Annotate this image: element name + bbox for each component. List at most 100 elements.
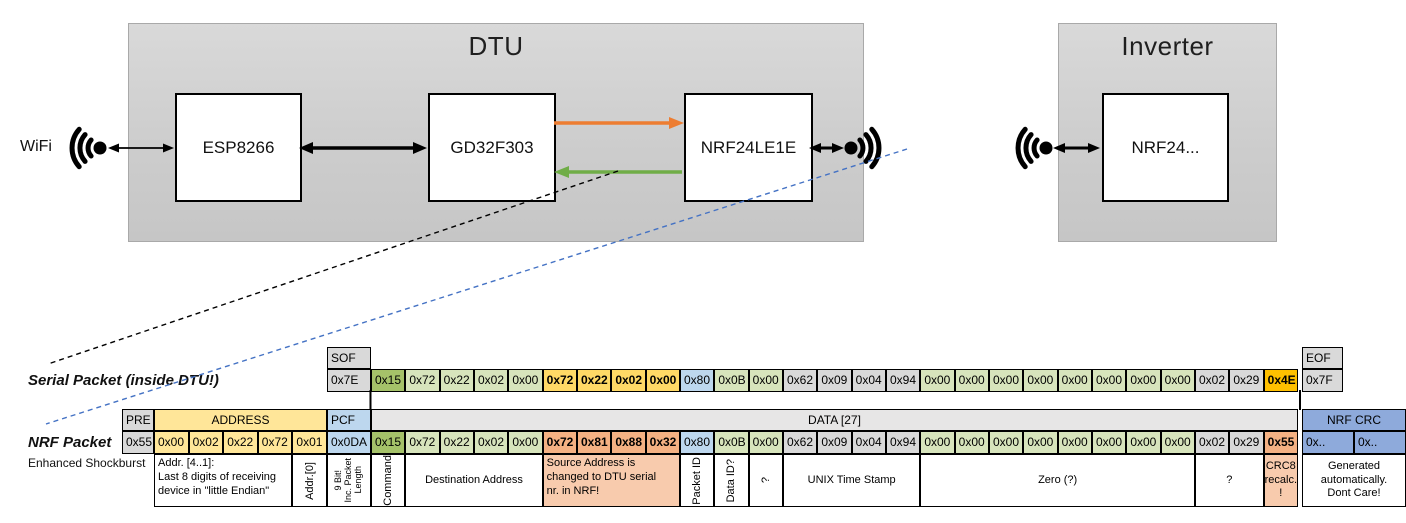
serial-byte-cell: 0x00 xyxy=(508,369,543,392)
inverter-nrf24-box: NRF24... xyxy=(1102,93,1229,202)
nrf-byte-cell: 0x72 xyxy=(405,431,440,454)
serial-byte-cell: 0x00 xyxy=(954,369,989,392)
nrf-byte-cell: 0x00 xyxy=(748,431,783,454)
serial-byte-cell: 0x80 xyxy=(679,369,715,392)
annotation-cell: Addr. [4..1]: Last 8 digits of receiving… xyxy=(154,454,293,507)
address-byte-cell: 0x22 xyxy=(223,431,258,454)
annotation-cell: CRC8 recalc. ! xyxy=(1263,454,1298,507)
nrf-byte-cell: 0x00 xyxy=(954,431,989,454)
serial-byte-cell: 0x00 xyxy=(645,369,680,392)
annotation-rotated-text: Packet ID xyxy=(691,456,704,505)
serial-byte-cell: 0x09 xyxy=(817,369,852,392)
nrf-byte-cell: 0x55 xyxy=(1263,431,1298,454)
nrf-byte-cell: 0x00 xyxy=(1057,431,1092,454)
nrf-byte-cell: 0x09 xyxy=(817,431,852,454)
address-header-cell: ADDRESS xyxy=(154,409,327,431)
annotation-rotated-text: ? xyxy=(759,477,772,484)
inverter-nrf24-label: NRF24... xyxy=(1131,137,1200,157)
serial-packet-label: Serial Packet (inside DTU!) xyxy=(28,372,219,389)
annotation-cell: ? xyxy=(748,454,783,507)
nrf-byte-cell: 0x00 xyxy=(1023,431,1058,454)
serial-byte-cell: 0x72 xyxy=(542,369,577,392)
annotation-cell: 9 Bit! Inc. Packet Length xyxy=(327,454,371,507)
nrf-byte-cell: 0x80 xyxy=(679,431,715,454)
serial-byte-cell: 0x29 xyxy=(1229,369,1264,392)
nrf-byte-cell: 0x00 xyxy=(508,431,543,454)
serial-byte-cell: 0x00 xyxy=(988,369,1024,392)
nrf-byte-cell: 0x62 xyxy=(782,431,818,454)
annotation-rotated-text: Addr.[0] xyxy=(303,461,316,500)
serial-byte-cell: 0x22 xyxy=(576,369,612,392)
nrf-byte-cell: 0x02 xyxy=(1194,431,1230,454)
gd32f303-box: GD32F303 xyxy=(428,93,556,202)
nrf-byte-cell: 0x72 xyxy=(542,431,577,454)
sof-byte-cell: 0x7E xyxy=(327,369,371,392)
annotation-cell: Destination Address xyxy=(405,454,543,507)
nrf24le1e-box: NRF24LE1E xyxy=(684,93,813,202)
pre-header-cell: PRE xyxy=(122,409,154,431)
nrf-byte-cell: 0x02 xyxy=(473,431,509,454)
pcf-byte-cell: 0x0DA xyxy=(327,431,371,454)
annotation-cell: Command xyxy=(371,454,406,507)
nrf-byte-cell: 0x0B xyxy=(714,431,749,454)
nrf-byte-cell: 0x00 xyxy=(920,431,955,454)
annotation-cell: Packet ID xyxy=(679,454,715,507)
wifi-icon xyxy=(69,126,107,170)
annotation-rotated-text: Command xyxy=(382,455,395,506)
address-byte-cell: 0x00 xyxy=(154,431,189,454)
esp8266-box: ESP8266 xyxy=(175,93,302,202)
nrf-crc-byte-cell: 0x.. xyxy=(1302,431,1354,454)
nrf-byte-cell: 0x15 xyxy=(371,431,406,454)
nrf-byte-cell: 0x81 xyxy=(576,431,612,454)
esp8266-label: ESP8266 xyxy=(202,137,275,157)
serial-byte-cell: 0x4E xyxy=(1263,369,1298,392)
nrf-crc-header-cell: NRF CRC xyxy=(1302,409,1406,431)
serial-byte-cell: 0x04 xyxy=(851,369,886,392)
nrf-byte-cell: 0x22 xyxy=(439,431,474,454)
serial-byte-cell: 0x00 xyxy=(920,369,955,392)
serial-byte-cell: 0x00 xyxy=(748,369,783,392)
dtu-title: DTU xyxy=(468,31,524,61)
nrf-byte-cell: 0x00 xyxy=(1091,431,1127,454)
annotation-cell: Source Address is changed to DTU serial … xyxy=(542,454,680,507)
inverter-antenna-icon xyxy=(1015,126,1053,170)
annotation-rotated-text: 9 Bit! Inc. Packet Length xyxy=(333,458,363,503)
serial-byte-cell: 0x22 xyxy=(439,369,474,392)
nrf-byte-cell: 0x29 xyxy=(1229,431,1264,454)
serial-byte-cell: 0x62 xyxy=(782,369,818,392)
pcf-header-cell: PCF xyxy=(327,409,371,431)
serial-byte-cell: 0x02 xyxy=(473,369,509,392)
eof-byte-cell: 0x7F xyxy=(1302,369,1343,392)
annotation-cell: Addr.[0] xyxy=(292,454,327,507)
nrf-crc-byte-cell: 0x.. xyxy=(1354,431,1406,454)
inverter-title: Inverter xyxy=(1121,31,1214,61)
annotation-cell: UNIX Time Stamp xyxy=(782,454,921,507)
serial-byte-cell: 0x0B xyxy=(714,369,749,392)
serial-byte-cell: 0x72 xyxy=(405,369,440,392)
nrf-byte-cell: 0x32 xyxy=(645,431,680,454)
nrf-byte-cell: 0x00 xyxy=(1126,431,1161,454)
annotation-cell: Data ID? xyxy=(714,454,749,507)
serial-byte-cell: 0x00 xyxy=(1023,369,1058,392)
annotation-cell: ? xyxy=(1194,454,1264,507)
address-byte-cell: 0x02 xyxy=(188,431,224,454)
wifi-label: WiFi xyxy=(20,138,52,155)
serial-byte-cell: 0x94 xyxy=(885,369,921,392)
serial-byte-cell: 0x00 xyxy=(1160,369,1195,392)
nrf-byte-cell: 0x00 xyxy=(988,431,1024,454)
nrf-byte-cell: 0x88 xyxy=(611,431,646,454)
pre-byte-cell: 0x55 xyxy=(122,431,154,454)
serial-byte-cell: 0x02 xyxy=(1194,369,1230,392)
address-byte-cell: 0x01 xyxy=(292,431,327,454)
annotation-cell: Generated automatically. Dont Care! xyxy=(1302,454,1406,507)
nrf-packet-label: NRF Packet xyxy=(28,434,112,451)
gd32f303-label: GD32F303 xyxy=(450,137,534,157)
serial-byte-cell: 0x00 xyxy=(1126,369,1161,392)
serial-byte-cell: 0x15 xyxy=(371,369,406,392)
annotation-rotated-text: Data ID? xyxy=(725,458,738,503)
annotation-cell: Zero (?) xyxy=(920,454,1195,507)
nrf-byte-cell: 0x00 xyxy=(1160,431,1195,454)
nrf-byte-cell: 0x04 xyxy=(851,431,886,454)
address-byte-cell: 0x72 xyxy=(257,431,293,454)
